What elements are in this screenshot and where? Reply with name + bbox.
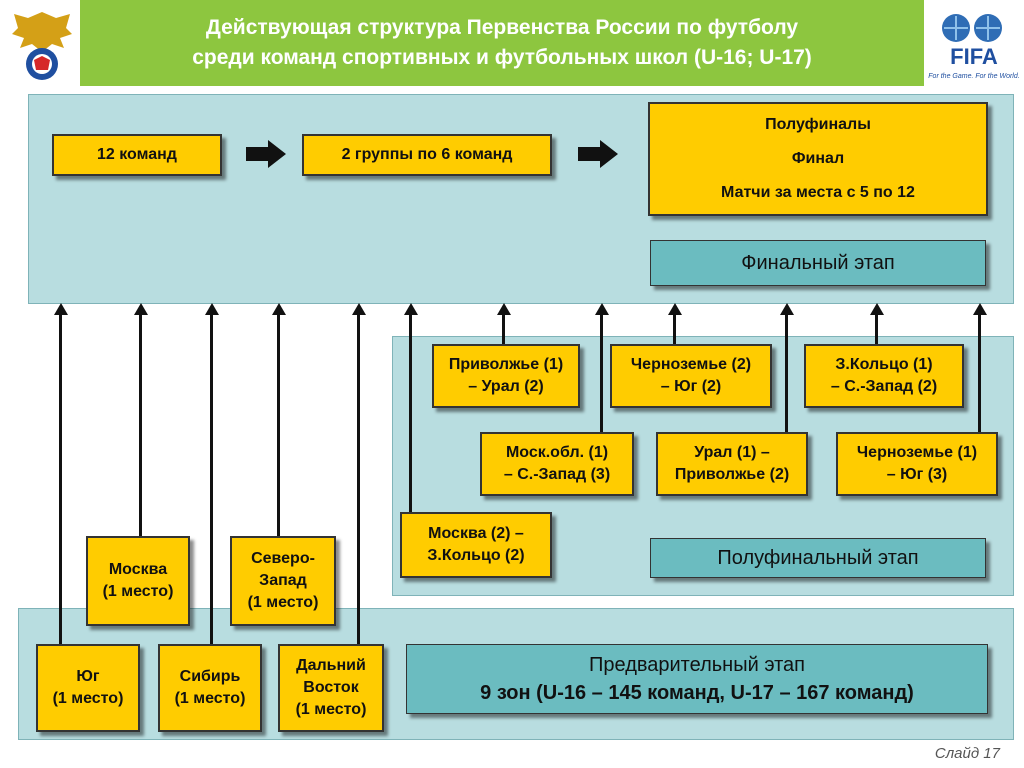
pair-line: Черноземье (1) xyxy=(856,444,978,461)
pair-line: З.Кольцо (1) xyxy=(835,356,933,373)
connector-line xyxy=(139,314,142,536)
connector-line xyxy=(502,314,505,344)
connector-line xyxy=(59,314,62,644)
arrow-up-icon xyxy=(780,303,794,315)
connector-line xyxy=(875,314,878,344)
arrow-right-icon xyxy=(576,138,620,175)
qualifier-line: (1 место) xyxy=(52,690,124,707)
qualifier-box-sibir: Сибирь (1 место) xyxy=(158,644,262,732)
qualifier-box-moskva: Москва (1 место) xyxy=(86,536,190,626)
arrow-up-icon xyxy=(54,303,68,315)
arrow-up-icon xyxy=(668,303,682,315)
fifa-tagline: For the Game. For the World. xyxy=(928,73,1019,80)
pair-line: Моск.обл. (1) xyxy=(505,444,609,461)
qualifier-line: Запад xyxy=(259,572,307,589)
fifa-logo: FIFA For the Game. For the World. xyxy=(928,6,1020,84)
semifinal-pair-box: З.Кольцо (1) – С.-Запад (2) xyxy=(804,344,964,408)
box-12-teams: 12 команд xyxy=(52,134,222,176)
title-line-1: Действующая структура Первенства России … xyxy=(205,16,799,39)
finals-line-semifinals: Полуфиналы xyxy=(765,116,871,133)
connector-line xyxy=(785,314,788,432)
connector-line xyxy=(600,314,603,432)
finals-line-final: Финал xyxy=(791,150,845,167)
semifinal-pair-box: Черноземье (2) – Юг (2) xyxy=(610,344,772,408)
finals-line-placement: Матчи за места с 5 по 12 xyxy=(721,184,915,201)
qualifier-line: (1 место) xyxy=(295,701,367,718)
arrow-up-icon xyxy=(973,303,987,315)
pair-line: Урал (1) – xyxy=(694,444,770,461)
arrow-up-icon xyxy=(870,303,884,315)
semifinal-pair-box: Моск.обл. (1) – С.-Запад (3) xyxy=(480,432,634,496)
semifinal-pair-box: Приволжье (1) – Урал (2) xyxy=(432,344,580,408)
final-stage-label-text: Финальный этап xyxy=(741,251,895,274)
connector-line xyxy=(357,314,360,644)
qualifier-line: (1 место) xyxy=(174,690,246,707)
semifinal-pair-box: Черноземье (1) – Юг (3) xyxy=(836,432,998,496)
qualifier-box-dalniy-vostok: Дальний Восток (1 место) xyxy=(278,644,384,732)
pair-line: Москва (2) – xyxy=(428,525,524,542)
pair-line: Черноземье (2) xyxy=(630,356,752,373)
qualifier-line: Сибирь xyxy=(179,668,241,685)
connector-line xyxy=(673,314,676,344)
pair-line: Приволжье (1) xyxy=(448,356,564,373)
qualifier-line: (1 место) xyxy=(247,594,319,611)
preliminary-stage-title: Предварительный этап xyxy=(589,654,805,676)
qualifier-line: Дальний xyxy=(296,657,366,674)
arrow-right-icon xyxy=(244,138,288,175)
box-2-groups-label: 2 группы по 6 команд xyxy=(341,146,513,163)
arrow-up-icon xyxy=(352,303,366,315)
qualifier-line: (1 место) xyxy=(102,583,174,600)
arrow-up-icon xyxy=(205,303,219,315)
preliminary-stage-detail: 9 зон (U-16 – 145 команд, U-17 – 167 ком… xyxy=(480,682,914,704)
pair-line: – Урал (2) xyxy=(468,378,544,395)
arrow-up-icon xyxy=(272,303,286,315)
arrow-up-icon xyxy=(404,303,418,315)
final-stage-label: Финальный этап xyxy=(650,240,986,286)
arrow-up-icon xyxy=(595,303,609,315)
qualifier-box-yug: Юг (1 место) xyxy=(36,644,140,732)
pair-line: – Юг (2) xyxy=(660,378,722,395)
box-2-groups: 2 группы по 6 команд xyxy=(302,134,552,176)
semifinal-stage-label: Полуфинальный этап xyxy=(650,538,986,578)
qualifier-line: Восток xyxy=(303,679,359,696)
title-bar: Действующая структура Первенства России … xyxy=(80,0,924,86)
arrow-up-icon xyxy=(497,303,511,315)
qualifier-box-severo-zapad: Северо- Запад (1 место) xyxy=(230,536,336,626)
pair-line: – С.-Запад (2) xyxy=(830,378,938,395)
connector-line xyxy=(409,314,412,512)
semifinal-pair-box: Урал (1) – Приволжье (2) xyxy=(656,432,808,496)
slide-number: Слайд 17 xyxy=(934,745,1000,762)
title-line-2: среди команд спортивных и футбольных шко… xyxy=(192,46,812,69)
finals-box: Полуфиналы Финал Матчи за места с 5 по 1… xyxy=(648,102,988,216)
pair-line: – С.-Запад (3) xyxy=(503,466,611,483)
semifinal-stage-label-text: Полуфинальный этап xyxy=(717,546,919,569)
preliminary-stage-label: Предварительный этап 9 зон (U-16 – 145 к… xyxy=(406,644,988,714)
semifinal-pair-box: Москва (2) – З.Кольцо (2) xyxy=(400,512,552,578)
box-12-teams-label: 12 команд xyxy=(97,146,177,163)
rfu-emblem-logo xyxy=(6,4,78,84)
pair-line: Приволжье (2) xyxy=(674,466,790,483)
qualifier-line: Москва xyxy=(108,561,168,578)
connector-line xyxy=(277,314,280,536)
qualifier-line: Северо- xyxy=(251,550,315,567)
arrow-up-icon xyxy=(134,303,148,315)
connector-line xyxy=(210,314,213,644)
pair-line: З.Кольцо (2) xyxy=(427,547,525,564)
qualifier-line: Юг xyxy=(76,668,100,685)
fifa-wordmark: FIFA xyxy=(950,44,998,69)
pair-line: – Юг (3) xyxy=(886,466,948,483)
connector-line xyxy=(978,314,981,432)
